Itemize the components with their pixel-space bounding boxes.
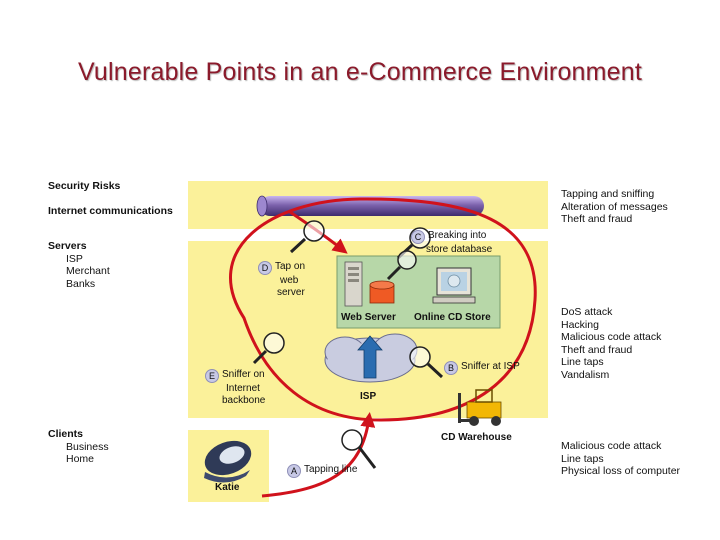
store-computer-icon (432, 267, 476, 304)
magnifier-icon-a (341, 429, 377, 469)
point-d-line3: server (277, 286, 305, 298)
point-b-marker: B (444, 361, 458, 375)
internet-communications-label: Internet communications (48, 205, 173, 217)
isp-cloud-icon (324, 333, 418, 383)
risk-item: Physical loss of computer (561, 465, 681, 477)
client-risks-list: Malicious code attack Line taps Physical… (561, 440, 680, 478)
point-a-text: Tapping line (304, 464, 358, 475)
magnifier-icon-server (386, 250, 417, 281)
cd-warehouse-label: CD Warehouse (441, 432, 512, 443)
point-c-line1: Breaking into (428, 230, 487, 241)
servers-group: Servers ISP Merchant Banks (48, 240, 110, 290)
server-type-banks: Banks (66, 277, 96, 290)
server-risks-list: DoS attack Hacking Malicious code attack… (561, 306, 661, 381)
risk-item: Alteration of messages (561, 200, 668, 213)
security-risks-heading: Security Risks (48, 180, 121, 192)
point-e-line2: Internet (226, 383, 260, 394)
client-type-home: Home (66, 453, 95, 465)
point-a-marker: A (287, 464, 301, 478)
web-server-label: Web Server (341, 312, 396, 323)
risk-item: Theft and fraud (561, 213, 633, 225)
risk-item: DoS attack (561, 306, 613, 318)
clients-label: Clients (48, 428, 84, 440)
point-b-text: Sniffer at ISP (461, 361, 520, 372)
risk-item: Hacking (561, 318, 599, 331)
client-computer-icon (204, 440, 252, 483)
forklift-icon (458, 389, 502, 426)
page-title: Vulnerable Points in an e-Commerce Envir… (77, 58, 643, 86)
point-c-marker: C (411, 230, 425, 244)
clients-group: Clients Business Home (48, 428, 109, 466)
point-d-marker: D (258, 261, 272, 275)
magnifier-icon-e (252, 332, 285, 365)
database-icon (369, 280, 395, 304)
risk-item: Vandalism (561, 368, 610, 381)
point-d-line2: web (280, 275, 299, 286)
magnifier-icon-b (409, 346, 444, 379)
servers-label: Servers (48, 240, 87, 252)
magnifier-icon-d (289, 220, 325, 254)
point-d-line1: Tap on (275, 261, 306, 272)
internet-risks-list: Tapping and sniffing Alteration of messa… (561, 188, 668, 226)
server-tower-icon (344, 261, 363, 307)
point-c-line2: store database (426, 244, 493, 255)
attack-path (229, 197, 537, 422)
client-arrow (261, 412, 376, 498)
online-store-box (336, 255, 501, 329)
risk-item: Line taps (561, 356, 604, 368)
isp-label: ISP (360, 391, 377, 402)
risk-item: Theft and fraud (561, 343, 633, 356)
online-cd-store-label: Online CD Store (414, 312, 491, 323)
client-name-label: Katie (215, 482, 240, 493)
client-type-business: Business (66, 440, 109, 453)
point-e-line1: Sniffer on (222, 369, 265, 380)
server-type-isp: ISP (66, 252, 83, 265)
risk-item: Malicious code attack (561, 440, 662, 452)
point-e-line3: backbone (222, 394, 266, 406)
server-type-merchant: Merchant (66, 265, 110, 277)
risk-item: Malicious code attack (561, 331, 662, 343)
point-e-marker: E (205, 369, 219, 383)
risk-item: Line taps (561, 452, 604, 465)
risk-item: Tapping and sniffing (561, 188, 655, 200)
